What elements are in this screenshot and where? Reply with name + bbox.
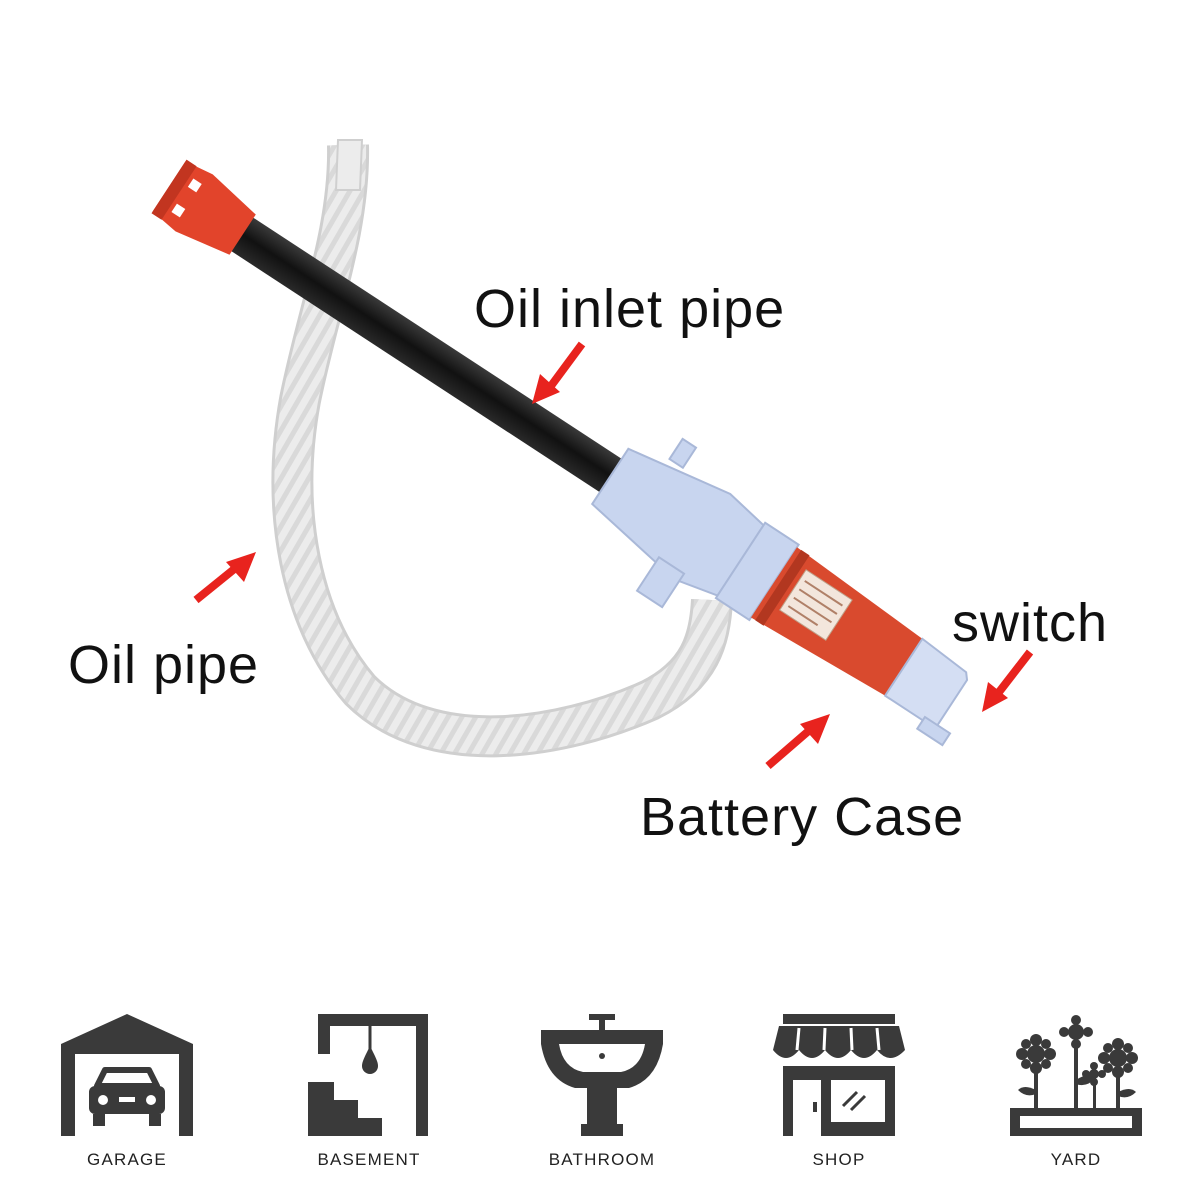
usage-label-shop: SHOP xyxy=(812,1150,866,1169)
yard-icon xyxy=(1010,1015,1142,1136)
label-oil-pipe: Oil pipe xyxy=(68,635,260,695)
label-battery-case: Battery Case xyxy=(640,787,965,847)
usage-label-garage: GARAGE xyxy=(87,1150,167,1169)
pump-body xyxy=(590,437,969,747)
shop-icon xyxy=(773,1014,905,1136)
usage-label-yard: YARD xyxy=(1050,1150,1102,1169)
arrow-oil-pipe xyxy=(193,552,256,604)
arrow-switch xyxy=(982,649,1034,712)
usage-item-bathroom: BATHROOM xyxy=(512,1010,692,1180)
garage-icon xyxy=(61,1014,193,1136)
bathroom-icon xyxy=(541,1014,663,1136)
oil-pipe-hose xyxy=(271,139,733,758)
usage-item-yard: YARD xyxy=(986,1010,1166,1180)
oil-inlet-tube xyxy=(223,212,626,496)
usage-label-basement: BASEMENT xyxy=(317,1150,421,1169)
usage-item-garage: GARAGE xyxy=(37,1010,217,1180)
arrow-battery-case xyxy=(765,714,830,770)
label-switch: switch xyxy=(952,593,1109,653)
usage-label-bathroom: BATHROOM xyxy=(548,1150,656,1169)
basement-icon xyxy=(308,1014,428,1136)
arrow-oil-inlet-pipe xyxy=(532,341,586,404)
usage-item-shop: SHOP xyxy=(749,1010,929,1180)
label-oil-inlet-pipe: Oil inlet pipe xyxy=(474,279,786,339)
inlet-strainer-nozzle xyxy=(151,159,256,255)
usage-item-basement: BASEMENT xyxy=(279,1010,459,1180)
